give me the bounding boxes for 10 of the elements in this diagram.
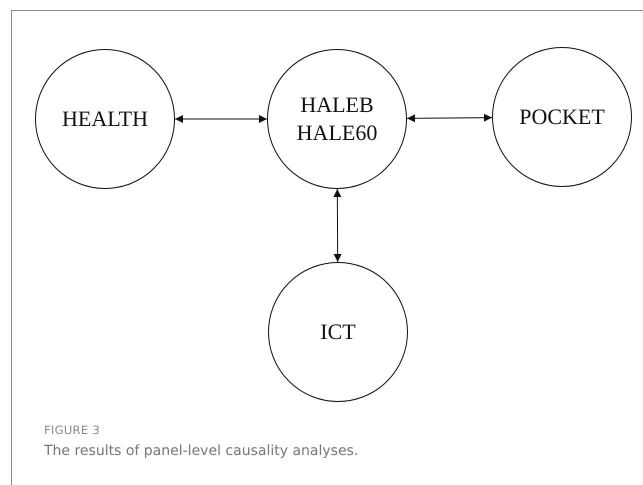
variable-name: POCKET (519, 103, 605, 131)
figure-caption: The results of panel-level causality analyses. (44, 443, 358, 459)
double-arrow (406, 114, 492, 122)
variable-name: HEALTH (62, 105, 148, 133)
variable-name: ICT (320, 318, 356, 346)
double-arrow (174, 115, 268, 123)
double-arrow (333, 188, 342, 262)
variable-name: HALEB (300, 91, 374, 119)
variable-name: HALE60 (296, 119, 378, 147)
figure-number: FIGURE 3 (44, 423, 100, 437)
